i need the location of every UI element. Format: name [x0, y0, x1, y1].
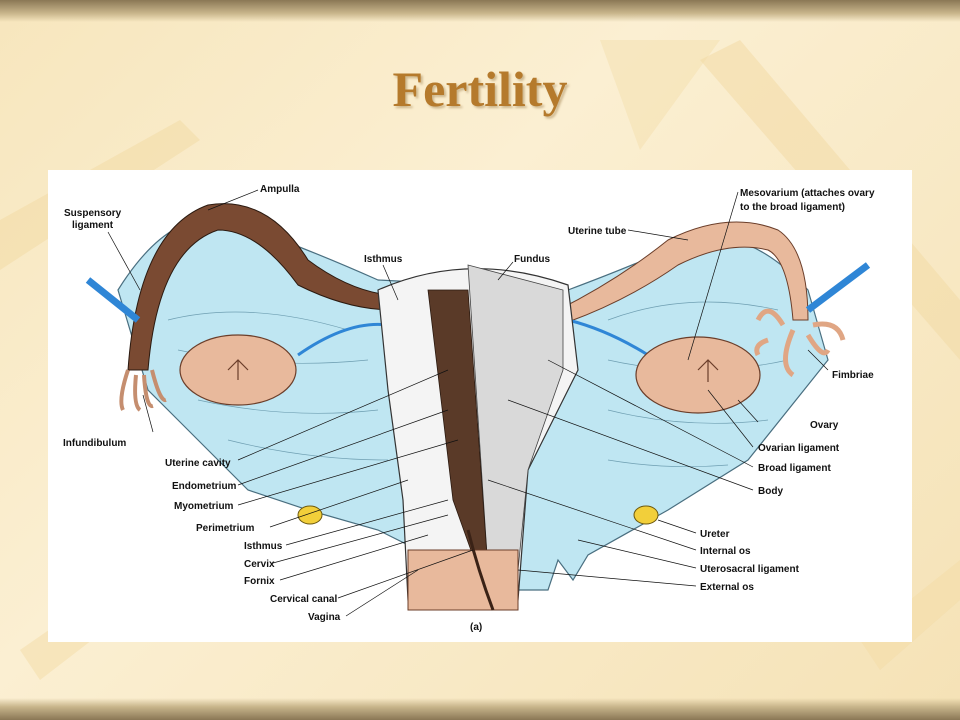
- label-uterine-cavity: Uterine cavity: [165, 458, 231, 469]
- right-ureter: [633, 505, 659, 525]
- label-broad-ligament: Broad ligament: [758, 463, 831, 474]
- label-infundibulum: Infundibulum: [63, 438, 126, 449]
- label-isthmus-bottom: Isthmus: [244, 541, 283, 552]
- slide-title: Fertility: [392, 61, 568, 117]
- label-ampulla: Ampulla: [260, 184, 300, 195]
- label-internal-os: Internal os: [700, 546, 751, 557]
- left-ovarian-vessel: [297, 322, 389, 357]
- label-vagina: Vagina: [308, 612, 341, 623]
- panel-label: (a): [470, 622, 482, 633]
- uterus-diagram: Ampulla Suspensory ligament Isthmus Fund…: [63, 184, 875, 633]
- label-myometrium: Myometrium: [174, 501, 234, 512]
- label-fundus: Fundus: [514, 254, 551, 265]
- label-uterosacral-ligament: Uterosacral ligament: [700, 564, 800, 575]
- label-uterine-tube: Uterine tube: [568, 226, 627, 237]
- right-ovarian-vessel: [567, 318, 649, 357]
- label-perimetrium: Perimetrium: [196, 523, 254, 534]
- bottom-decorative-bar: [0, 698, 960, 720]
- label-isthmus-top: Isthmus: [364, 254, 403, 265]
- label-cervix: Cervix: [244, 559, 275, 570]
- right-suspensory-vessel: [805, 262, 871, 313]
- label-ovary: Ovary: [810, 420, 839, 431]
- label-mesovarium-2: to the broad ligament): [740, 202, 845, 213]
- label-ureter: Ureter: [700, 529, 730, 540]
- right-fimbriae: [754, 308, 846, 378]
- label-body: Body: [758, 486, 783, 497]
- vagina: [407, 549, 519, 611]
- cervical-canal: [466, 529, 495, 611]
- label-suspensory-1: Suspensory: [64, 208, 122, 219]
- label-external-os: External os: [700, 582, 754, 593]
- leader-lines: [107, 189, 829, 617]
- label-fornix: Fornix: [244, 576, 275, 587]
- label-endometrium: Endometrium: [172, 481, 237, 492]
- left-ureter: [297, 505, 323, 525]
- anatomy-figure: Ampulla Suspensory ligament Isthmus Fund…: [48, 170, 912, 642]
- right-ovary: [635, 336, 761, 414]
- left-suspensory-vessel: [85, 277, 141, 323]
- label-mesovarium-1: Mesovarium (attaches ovary: [740, 188, 875, 199]
- left-fimbriae: [119, 369, 167, 412]
- right-uterine-tube: [557, 221, 809, 323]
- label-cervical-canal: Cervical canal: [270, 594, 337, 605]
- label-fimbriae: Fimbriae: [832, 370, 874, 381]
- label-ovarian-ligament: Ovarian ligament: [758, 443, 840, 454]
- label-suspensory-2: ligament: [72, 220, 114, 231]
- top-decorative-bar: [0, 0, 960, 22]
